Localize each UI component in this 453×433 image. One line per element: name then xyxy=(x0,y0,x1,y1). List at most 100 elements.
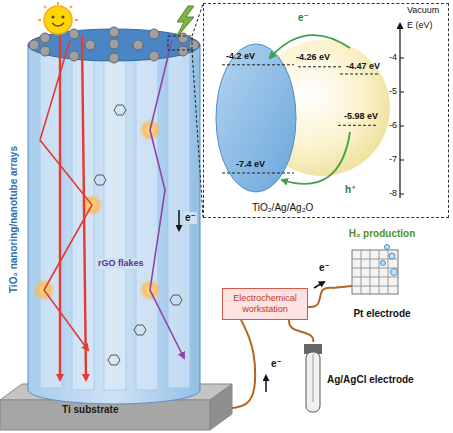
node-text: H₂ production xyxy=(349,228,416,240)
hole-transfer-arrow xyxy=(282,132,350,184)
axis-tick-label: -8 xyxy=(389,188,397,199)
nanoparticle xyxy=(29,40,39,50)
pt-mesh xyxy=(352,245,398,295)
axis-tick xyxy=(400,160,404,161)
rgo-flake xyxy=(134,325,146,335)
node-text: Pt electrode xyxy=(353,308,410,320)
nanotube xyxy=(136,52,158,390)
energy-level xyxy=(338,125,378,126)
axis-tick-label: -7 xyxy=(389,154,397,165)
sun-disc xyxy=(44,6,72,34)
rgo-flake xyxy=(114,105,126,115)
nanoparticle xyxy=(133,40,143,50)
light-ray xyxy=(40,40,92,350)
charge-label: h⁺ xyxy=(345,184,356,196)
axis-tick xyxy=(400,58,404,59)
charge-label: e⁻ xyxy=(184,212,197,224)
zoom-line xyxy=(192,4,203,36)
zoom-inset: TiO₂/Ag/Ag₂O xyxy=(203,3,449,218)
sun-ray xyxy=(44,6,46,8)
mesh-wire xyxy=(388,250,389,294)
energy-level xyxy=(340,74,378,75)
electrode-body xyxy=(306,352,320,412)
wire-connector xyxy=(308,288,332,307)
electron-arrow xyxy=(314,282,324,288)
axis-tick-label: -6 xyxy=(389,120,397,131)
workstation-box: Electrochemical workstation xyxy=(222,288,308,320)
rgo-flake xyxy=(170,295,182,305)
energy-axis xyxy=(399,24,400,198)
axis-tick xyxy=(400,92,404,93)
sun-ray xyxy=(57,2,59,5)
substrate-slab: Ti substrate xyxy=(0,384,232,430)
rgo-flake xyxy=(94,175,106,185)
axis-tick-label: -4 xyxy=(389,52,397,63)
nanoparticle xyxy=(109,27,119,37)
mesh-wire xyxy=(361,250,362,294)
nanoparticle xyxy=(69,51,79,61)
reference-electrode xyxy=(304,344,322,412)
nanoparticle xyxy=(109,53,119,63)
node-text: Ag/AgCl electrode xyxy=(327,374,414,386)
nanoparticle xyxy=(189,40,199,50)
substrate-side xyxy=(210,384,232,430)
energy-value: -4.2 eV xyxy=(226,51,255,62)
rgo-flake xyxy=(108,355,120,365)
sun-eye xyxy=(51,15,54,18)
h2-bubble xyxy=(389,253,395,259)
node-text: TiO₂ nanoring/nanotube arrays xyxy=(8,146,20,293)
nanoparticle xyxy=(109,39,119,49)
mesh-wire xyxy=(352,277,398,278)
mesh-wire xyxy=(379,250,380,294)
nanoparticle xyxy=(149,51,159,61)
axis-tick xyxy=(400,194,404,195)
mesh-frame xyxy=(352,250,398,294)
zoom-line xyxy=(192,50,203,217)
energy-level xyxy=(298,66,342,67)
edge-label: e⁻ xyxy=(318,262,331,274)
nanoparticle xyxy=(40,46,50,56)
energy-value: -5.98 eV xyxy=(344,111,378,122)
sun xyxy=(38,2,78,34)
electron-arrow xyxy=(265,376,267,392)
light-ray xyxy=(150,40,184,358)
light-ray xyxy=(82,36,86,380)
nanoparticle xyxy=(85,40,95,50)
nanotube-array xyxy=(28,45,200,404)
axis-caption: E (eV) xyxy=(407,20,433,31)
part-label: rGO flakes xyxy=(96,258,146,269)
sun-ray xyxy=(38,19,41,21)
mesh-wire xyxy=(370,250,371,294)
mesh-wire xyxy=(352,286,398,287)
axis-caption: Vacuum xyxy=(407,5,439,16)
energy-value: -7.4 eV xyxy=(236,159,265,170)
tio2-ellipse xyxy=(216,44,296,192)
wire xyxy=(332,286,352,288)
nanotube-array-label: TiO₂ nanoring/nanotube arrays xyxy=(2,60,26,380)
charge-label: e⁻ xyxy=(298,12,309,24)
h2-bubble xyxy=(391,269,398,276)
energy-level xyxy=(222,173,294,174)
sun-smile xyxy=(52,23,64,26)
wire-connector xyxy=(232,320,255,408)
edge-label: e⁻ xyxy=(270,358,283,370)
zoom-box xyxy=(168,36,192,50)
nanoparticle xyxy=(149,29,159,39)
wire-connector xyxy=(289,320,313,342)
node-text: Ti substrate xyxy=(62,404,232,416)
sun-eye xyxy=(61,15,64,18)
electron-arrow xyxy=(178,210,180,230)
nanoparticle xyxy=(40,33,50,43)
reference-electrode-label: Ag/AgCl electrode xyxy=(300,342,448,417)
nanotube xyxy=(104,52,126,390)
nanoparticle xyxy=(69,29,79,39)
nanoparticle xyxy=(178,46,188,56)
node-text: Electrochemical workstation xyxy=(229,293,301,315)
sun-ray xyxy=(75,19,78,21)
energy-level xyxy=(222,64,294,65)
h2-bubble xyxy=(381,261,386,266)
light-ray xyxy=(59,36,61,380)
